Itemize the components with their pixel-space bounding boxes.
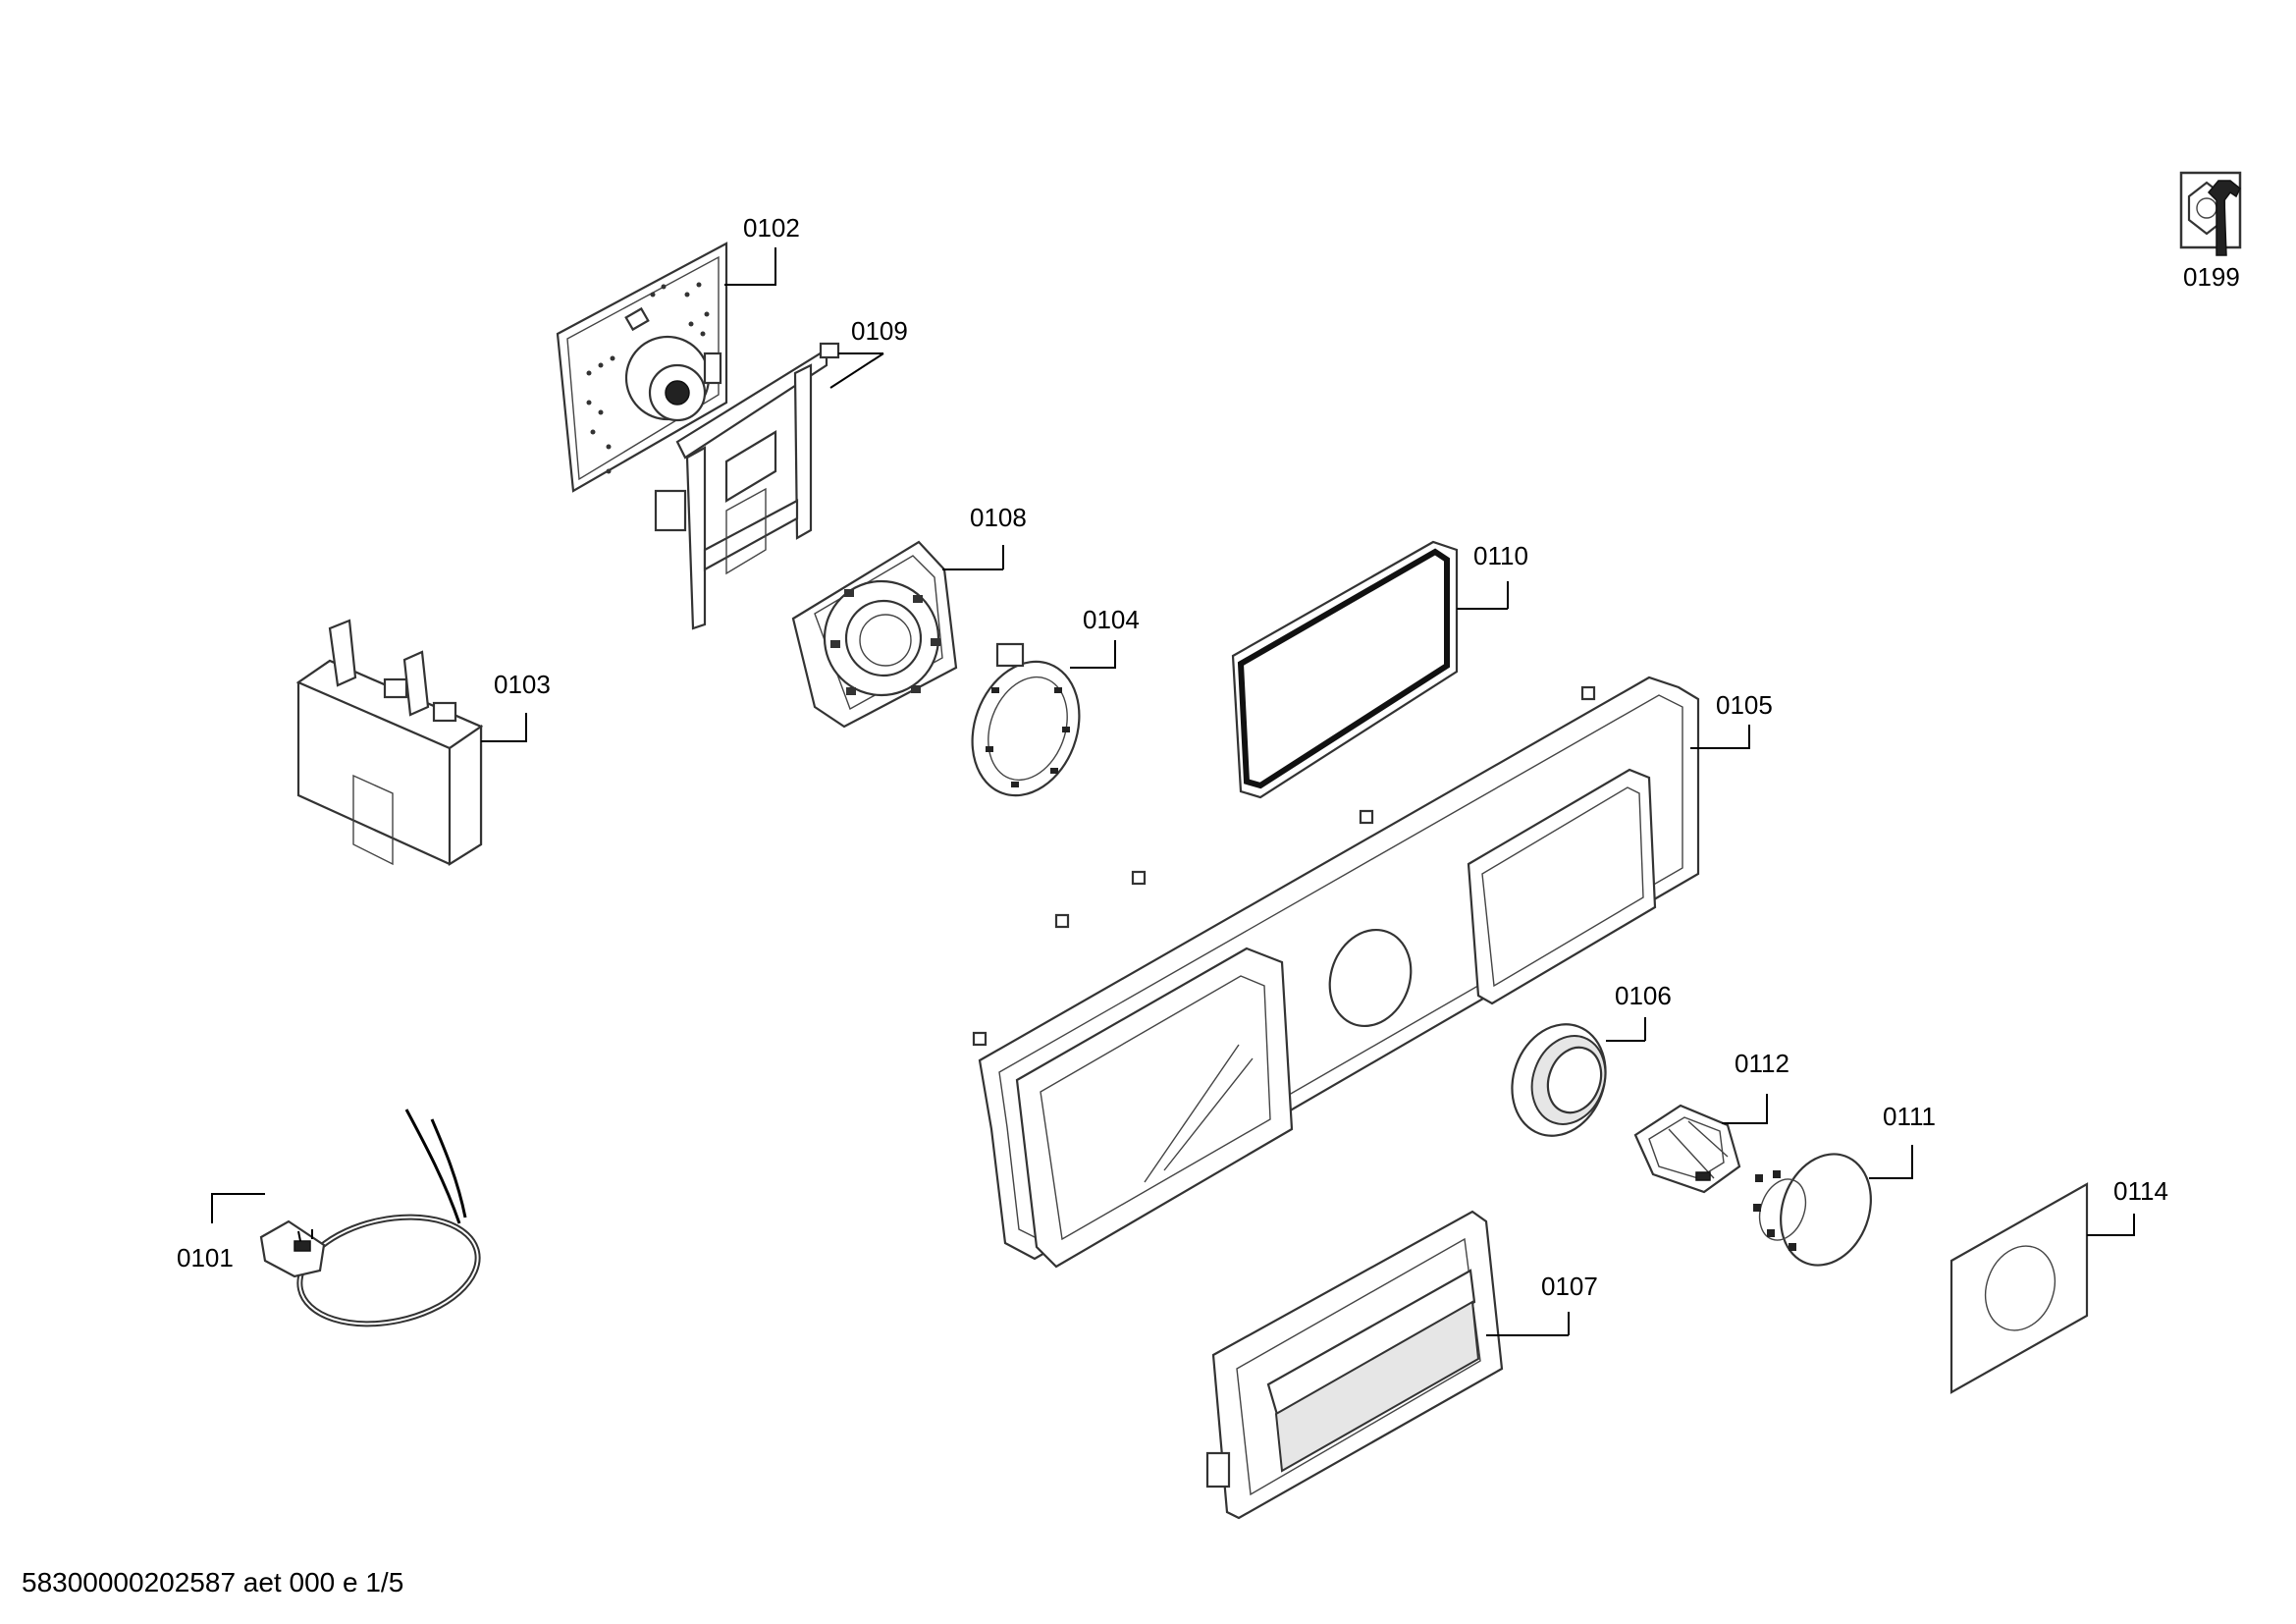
knob-bezel[interactable] (1497, 1011, 1621, 1149)
leader-0105 (1690, 725, 1750, 749)
part-label-0109: 0109 (851, 316, 908, 346)
part-label-0103: 0103 (494, 670, 551, 699)
part-label-0106: 0106 (1615, 981, 1672, 1010)
interference-filter[interactable] (295, 619, 484, 866)
part-label-0101: 0101 (177, 1243, 234, 1272)
leader-0114 (2087, 1214, 2135, 1236)
leader-0109-link (829, 352, 884, 389)
part-label-0104: 0104 (1083, 605, 1140, 634)
part-label-0105: 0105 (1716, 690, 1773, 720)
part-label-0107: 0107 (1541, 1272, 1598, 1301)
part-label-0108: 0108 (970, 503, 1027, 532)
part-label-0199: 0199 (2183, 262, 2240, 292)
program-selector-knob[interactable] (1751, 1141, 1886, 1277)
module-carrier[interactable] (654, 342, 840, 630)
part-label-0111: 0111 (1883, 1102, 1936, 1131)
selector-ring[interactable] (954, 642, 1097, 811)
display-window[interactable] (1231, 540, 1459, 799)
leader-0111 (1869, 1145, 1913, 1179)
knob-cover-label[interactable] (1949, 1182, 2089, 1394)
part-label-0114: 0114 (2113, 1176, 2168, 1206)
leader-0102 (724, 247, 776, 286)
leader-0103 (481, 713, 527, 742)
leader-0101 (211, 1193, 265, 1223)
knob-holder[interactable] (791, 540, 958, 729)
part-label-0102: 0102 (743, 213, 800, 243)
wrench-nut-icon[interactable] (2179, 171, 2242, 256)
mains-cable[interactable] (259, 1109, 488, 1339)
control-module-pcb[interactable] (556, 242, 728, 493)
knob-adapter[interactable] (1633, 1104, 1741, 1194)
leader-0104 (1070, 640, 1116, 669)
leader-0112 (1722, 1094, 1768, 1124)
control-panel-fascia[interactable] (972, 676, 1700, 1269)
part-label-0112: 0112 (1735, 1049, 1789, 1078)
part-label-0110: 0110 (1473, 541, 1528, 570)
detergent-drawer-handle[interactable] (1205, 1210, 1504, 1520)
document-footer: 58300000202587 aet 000 e 1/5 (22, 1567, 404, 1597)
